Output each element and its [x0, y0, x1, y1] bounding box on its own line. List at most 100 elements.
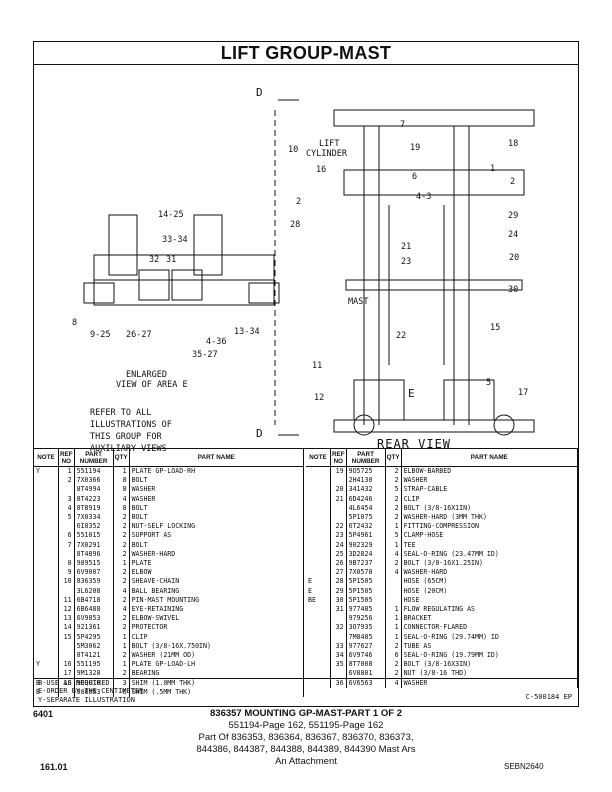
cell-note [306, 476, 331, 486]
cell-name: ELBOW-SWIVEL [129, 614, 305, 624]
cell-qty: 2 [385, 660, 402, 670]
cell-part: 551195 [74, 660, 114, 670]
cell-ref: 4 [58, 503, 75, 514]
cell-name: SHIM (.5MM THK) [129, 687, 305, 698]
cell-part: 6D4246 [346, 494, 386, 504]
cell-name: BOLT (3/8-16X1IN) [401, 503, 579, 514]
cell-part: 2H4130 [346, 476, 386, 486]
cell-name: BOLT (3/8-16X.750IN) [129, 641, 305, 652]
callout: 5 [486, 378, 492, 388]
cell-ref: 7 [58, 540, 75, 550]
lift-cylinder-label: LIFT [319, 139, 340, 149]
cell-part: 979256 [346, 614, 386, 624]
enlarged-caption: VIEW OF AREA E [116, 380, 188, 390]
cell-part: 8T4223 [74, 494, 114, 504]
cell-ref: 28 [330, 577, 347, 587]
cell-part: 6T2432 [346, 522, 386, 532]
cell-name: ELBOW-BARBED [401, 466, 579, 477]
callout: 32 [149, 255, 160, 265]
cell-ref: 31 [330, 605, 347, 615]
callout: E [408, 387, 415, 400]
cell-note: BE [306, 595, 331, 606]
cell-qty: 8 [113, 485, 130, 495]
view-marker-bottom: D [256, 427, 263, 440]
cell-note [306, 522, 331, 532]
cell-ref: 8 [58, 559, 75, 569]
cell-note [34, 623, 59, 633]
cell-qty: 1 [385, 540, 402, 550]
callout: 28 [290, 220, 301, 230]
callout: 8 [72, 318, 78, 328]
cell-name: BALL BEARING [129, 586, 305, 596]
callout: 30 [508, 285, 519, 295]
cell-part: 3D2824 [346, 549, 386, 560]
cell-name: WASHER-HARD (3MM THK) [401, 513, 579, 523]
callout: 18 [508, 139, 519, 149]
cell-note [34, 614, 59, 624]
cell-name: WASHER-HARD [129, 549, 305, 560]
cell-ref [330, 632, 347, 642]
cell-ref [58, 522, 75, 532]
cell-ref [58, 586, 75, 596]
cell-qty [385, 595, 402, 606]
cell-qty: 2 [385, 476, 402, 486]
cell-note [306, 531, 331, 541]
cell-name: WASHER (21MM OD) [129, 651, 305, 661]
callout: 11 [312, 361, 323, 371]
cell-ref: 20 [330, 485, 347, 495]
cell-name: BOLT (3/8-16X1.25IN) [401, 559, 579, 569]
cell-part: 6I8352 [74, 522, 114, 532]
cell-name: WASHER-HARD [401, 568, 579, 578]
cell-ref [58, 485, 75, 495]
cell-part: 8T8919 [74, 503, 114, 514]
cell-part: 8T4121 [74, 651, 114, 661]
cell-part: 341432 [346, 485, 386, 495]
cell-note: Y [34, 466, 59, 477]
cell-qty: 2 [385, 669, 402, 679]
cell-note [306, 678, 331, 688]
cell-ref: 18 [58, 678, 75, 688]
cell-name: WASHER [129, 485, 305, 495]
header-ref: REF NO [58, 449, 75, 467]
cell-note [34, 522, 59, 532]
cell-part: 7X0578 [346, 568, 386, 578]
cell-ref [330, 476, 347, 486]
cell-ref: 19 [330, 466, 347, 477]
cell-name: EYE-RETAINING [129, 605, 305, 615]
cell-part: 9M1328 [74, 669, 114, 679]
cell-qty [385, 586, 402, 596]
cell-ref [58, 687, 75, 698]
header-note: NOTE [34, 449, 59, 467]
cell-note [34, 669, 59, 679]
cell-qty: 2 [385, 494, 402, 504]
cell-part: 4L6454 [346, 503, 386, 514]
callout: 26-27 [126, 330, 152, 340]
cell-name: WASHER [401, 476, 579, 486]
callout: 16 [316, 165, 327, 175]
cell-name: HOSE (65CM) [401, 577, 579, 587]
page-title: LIFT GROUP-MAST [34, 42, 578, 65]
cell-ref: 6 [58, 531, 75, 541]
note-line: Y-SEPARATE ILLUSTRATION [38, 695, 135, 704]
cell-note [306, 485, 331, 495]
cell-note [34, 531, 59, 541]
